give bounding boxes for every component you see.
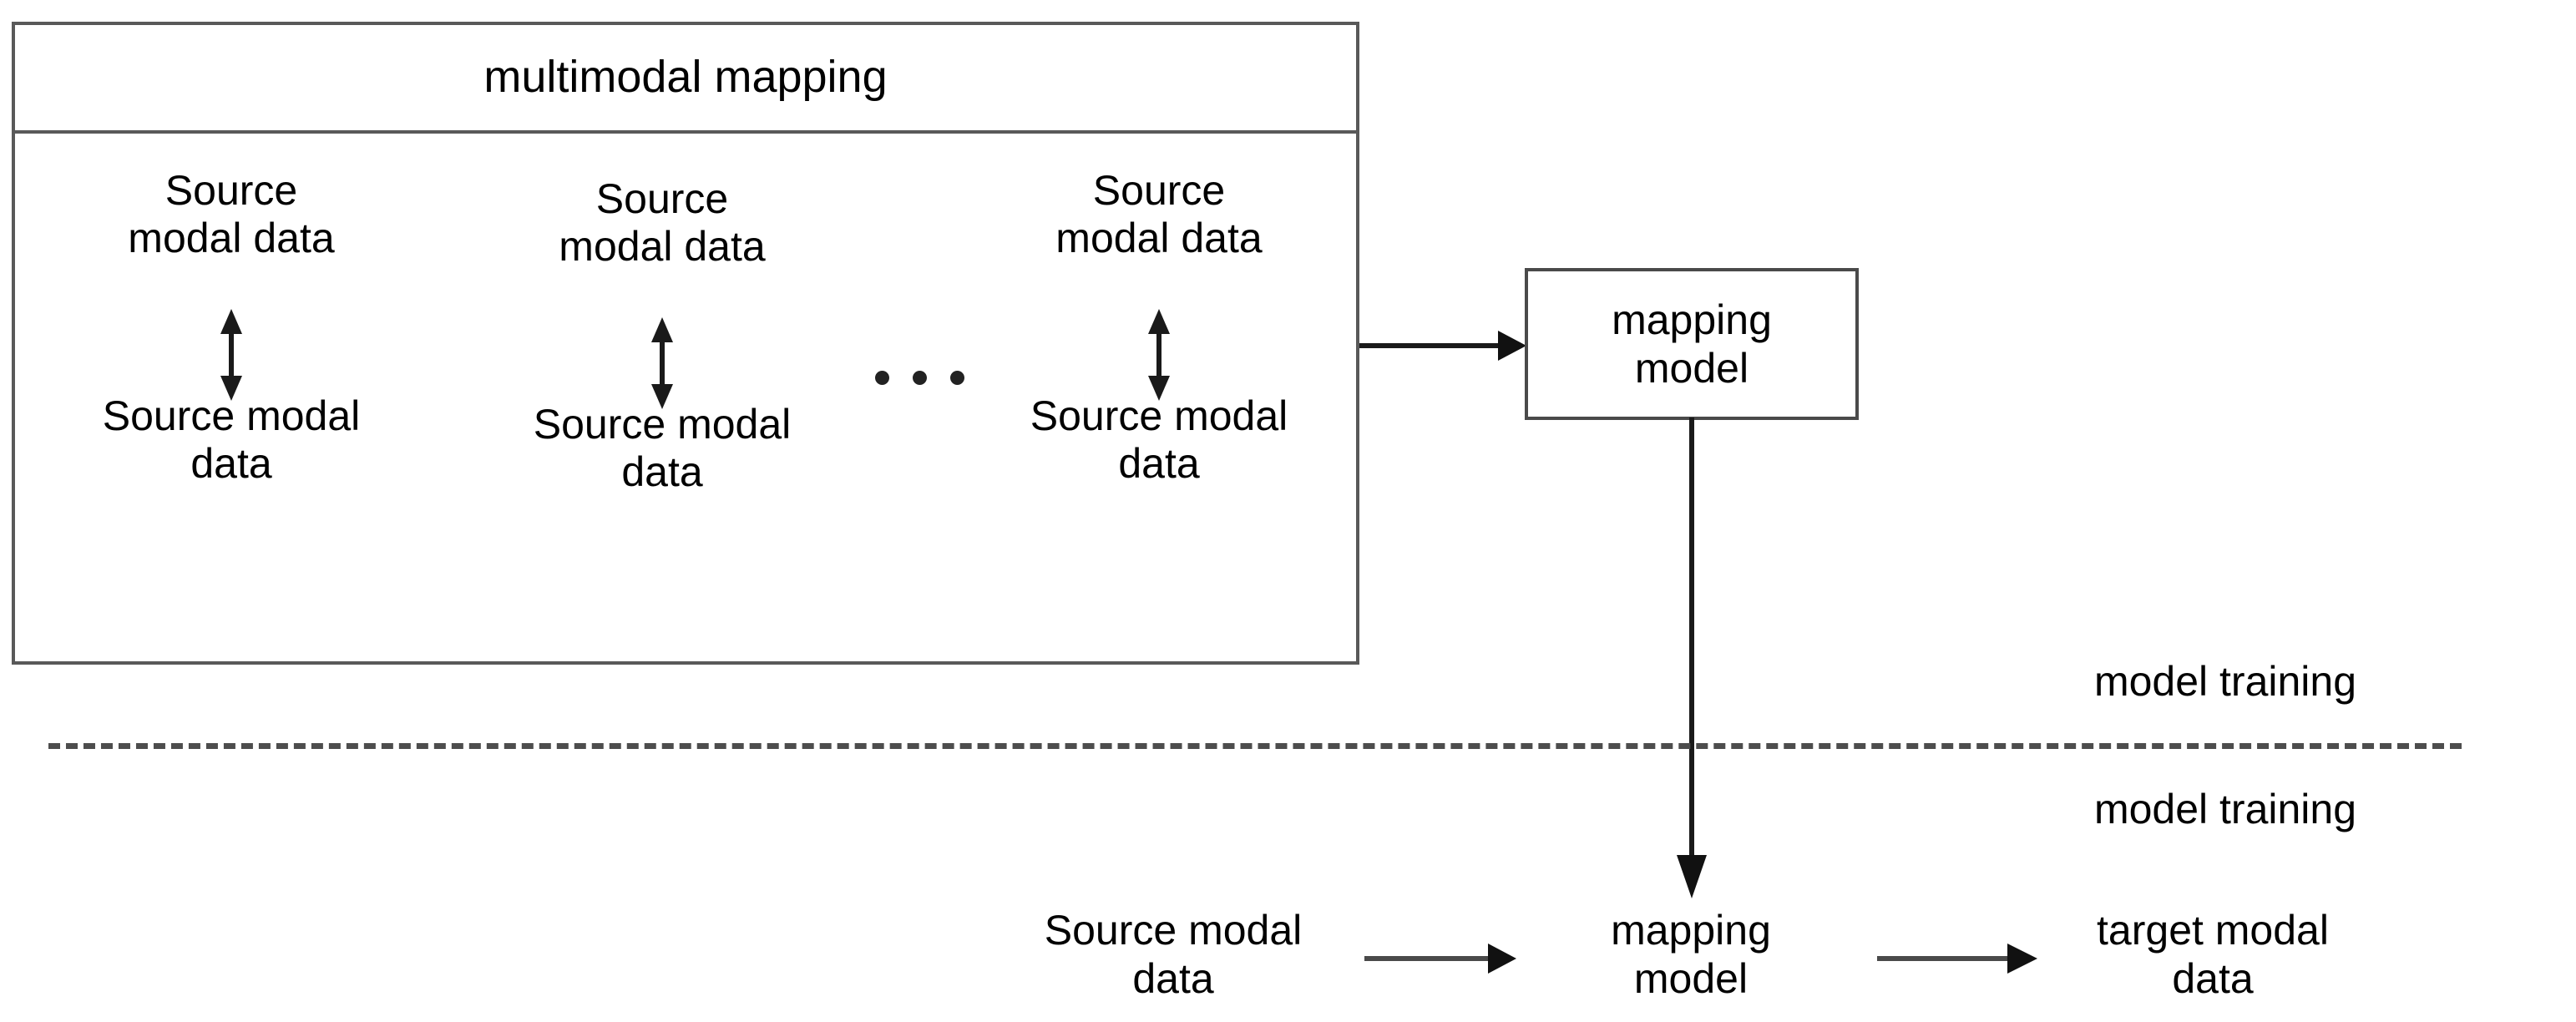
source-pair-2-top-label: Source modal data bbox=[559, 175, 766, 270]
bidirectional-arrow-icon bbox=[651, 317, 673, 409]
mapping-model-box-training: mapping model bbox=[1525, 268, 1859, 420]
source-pair-1: Source modal data Source modal data bbox=[35, 167, 428, 501]
phase-label-below-divider: model training bbox=[2093, 786, 2357, 832]
bidirectional-arrow-icon bbox=[220, 309, 242, 401]
multimodal-mapping-title: multimodal mapping bbox=[483, 52, 888, 103]
arrow-mapping-model-to-inference bbox=[1677, 417, 1707, 898]
multimodal-mapping-container: multimodal mapping Source modal data Sou… bbox=[12, 22, 1359, 665]
phase-label-above-divider: model training bbox=[2093, 658, 2357, 705]
phase-divider-dashed-line bbox=[48, 743, 2462, 749]
inference-mapping-model-label: mapping model bbox=[1611, 907, 1771, 1002]
source-pair-1-top-label: Source modal data bbox=[128, 167, 335, 261]
bidirectional-arrow-icon bbox=[1148, 309, 1170, 401]
source-pair-2: Source modal data Source modal data bbox=[466, 175, 858, 509]
source-pair-3-top-label: Source modal data bbox=[1055, 167, 1263, 261]
source-pair-3-bottom-label: Source modal data bbox=[1030, 392, 1288, 487]
ellipsis-icon bbox=[875, 371, 964, 385]
multimodal-mapping-title-bar: multimodal mapping bbox=[15, 25, 1356, 134]
inference-source-modal-data-label: Source modal data bbox=[1044, 907, 1303, 1002]
mapping-model-box-training-label: mapping model bbox=[1612, 296, 1772, 392]
arrow-mapping-model-to-target-inference bbox=[1877, 944, 2037, 974]
source-pair-2-bottom-label: Source modal data bbox=[533, 401, 792, 495]
inference-target-modal-data-label: target modal data bbox=[2097, 907, 2329, 1002]
source-pair-1-bottom-label: Source modal data bbox=[102, 392, 361, 487]
source-pair-3: Source modal data Source modal data bbox=[963, 167, 1355, 501]
arrow-container-to-mapping-model bbox=[1359, 331, 1526, 361]
arrow-source-to-mapping-model-inference bbox=[1364, 944, 1516, 974]
